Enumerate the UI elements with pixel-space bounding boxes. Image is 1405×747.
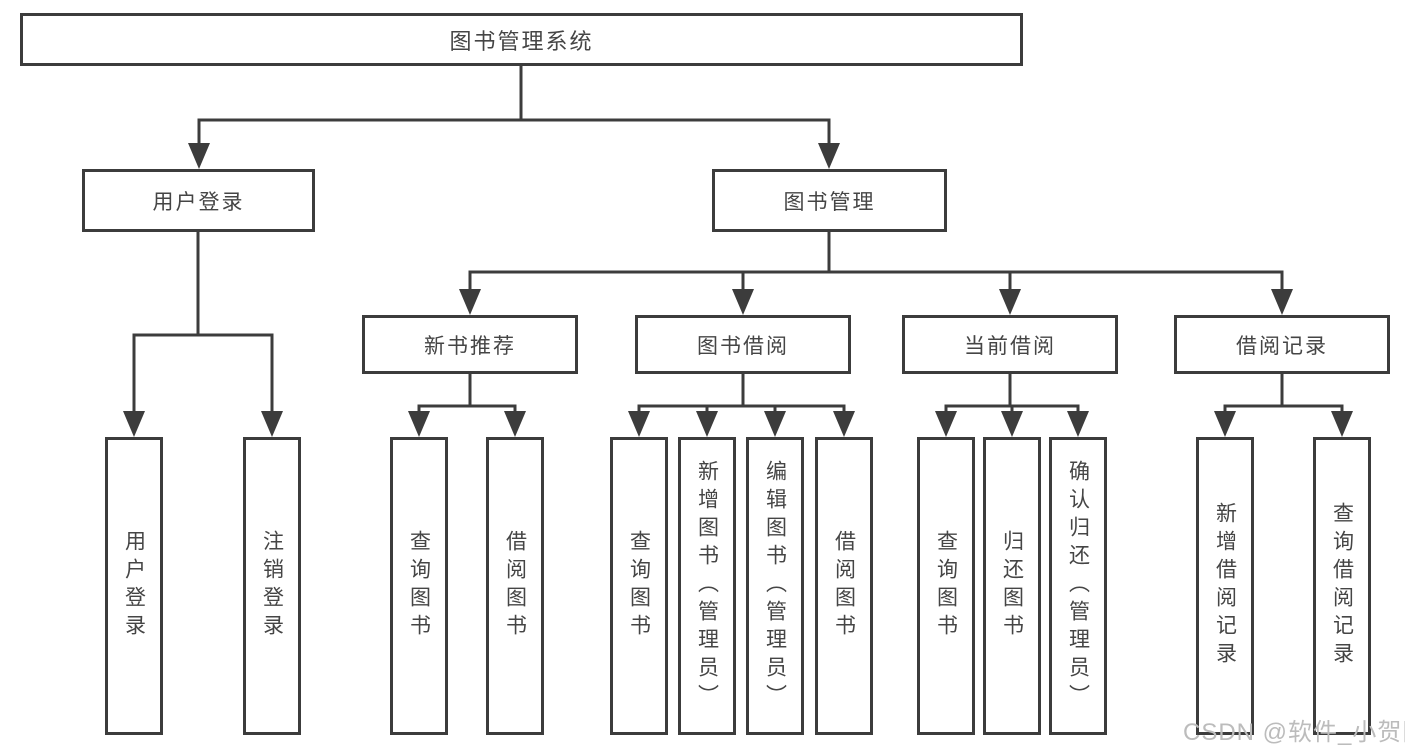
leaf-logout-label: 注销登录 (260, 530, 284, 642)
leaf-current-return-books-label: 归还图书 (1000, 530, 1024, 642)
leaf-current-query-books-label: 查询图书 (934, 530, 958, 642)
leaf-recommend-borrow-books: 借阅图书 (486, 437, 544, 735)
leaf-borrow-edit-books-admin-label: 编辑图书（管理员） (763, 460, 787, 712)
leaf-records-add-record-label: 新增借阅记录 (1213, 502, 1237, 670)
leaf-borrow-edit-books-admin: 编辑图书（管理员） (746, 437, 804, 735)
leaf-recommend-query-books-label: 查询图书 (407, 530, 431, 642)
leaf-borrow-query-books-label: 查询图书 (627, 530, 651, 642)
leaf-recommend-query-books: 查询图书 (390, 437, 448, 735)
leaf-records-query-record: 查询借阅记录 (1313, 437, 1371, 735)
leaf-recommend-borrow-books-label: 借阅图书 (503, 530, 527, 642)
leaf-logout: 注销登录 (243, 437, 301, 735)
leaf-borrow-add-books-admin: 新增图书（管理员） (678, 437, 736, 735)
leaf-borrow-query-books: 查询图书 (610, 437, 668, 735)
csdn-watermark: CSDN @软件_小贺同学 (1183, 719, 1405, 746)
leaf-borrow-borrow-books-label: 借阅图书 (832, 530, 856, 642)
node-user-login: 用户登录 (82, 169, 315, 232)
node-book-management: 图书管理 (712, 169, 947, 232)
node-root-system: 图书管理系统 (20, 13, 1023, 66)
leaf-current-query-books: 查询图书 (917, 437, 975, 735)
leaf-current-confirm-return-admin: 确认归还（管理员） (1049, 437, 1107, 735)
leaf-records-query-record-label: 查询借阅记录 (1330, 502, 1354, 670)
node-current-borrow: 当前借阅 (902, 315, 1118, 374)
leaf-borrow-add-books-admin-label: 新增图书（管理员） (695, 460, 719, 712)
leaf-records-add-record: 新增借阅记录 (1196, 437, 1254, 735)
leaf-current-confirm-return-admin-label: 确认归还（管理员） (1066, 460, 1090, 712)
node-book-borrow: 图书借阅 (635, 315, 851, 374)
node-borrow-records: 借阅记录 (1174, 315, 1390, 374)
node-new-book-recommend: 新书推荐 (362, 315, 578, 374)
leaf-current-return-books: 归还图书 (983, 437, 1041, 735)
leaf-borrow-borrow-books: 借阅图书 (815, 437, 873, 735)
leaf-user-login-label: 用户登录 (122, 530, 146, 642)
leaf-user-login: 用户登录 (105, 437, 163, 735)
